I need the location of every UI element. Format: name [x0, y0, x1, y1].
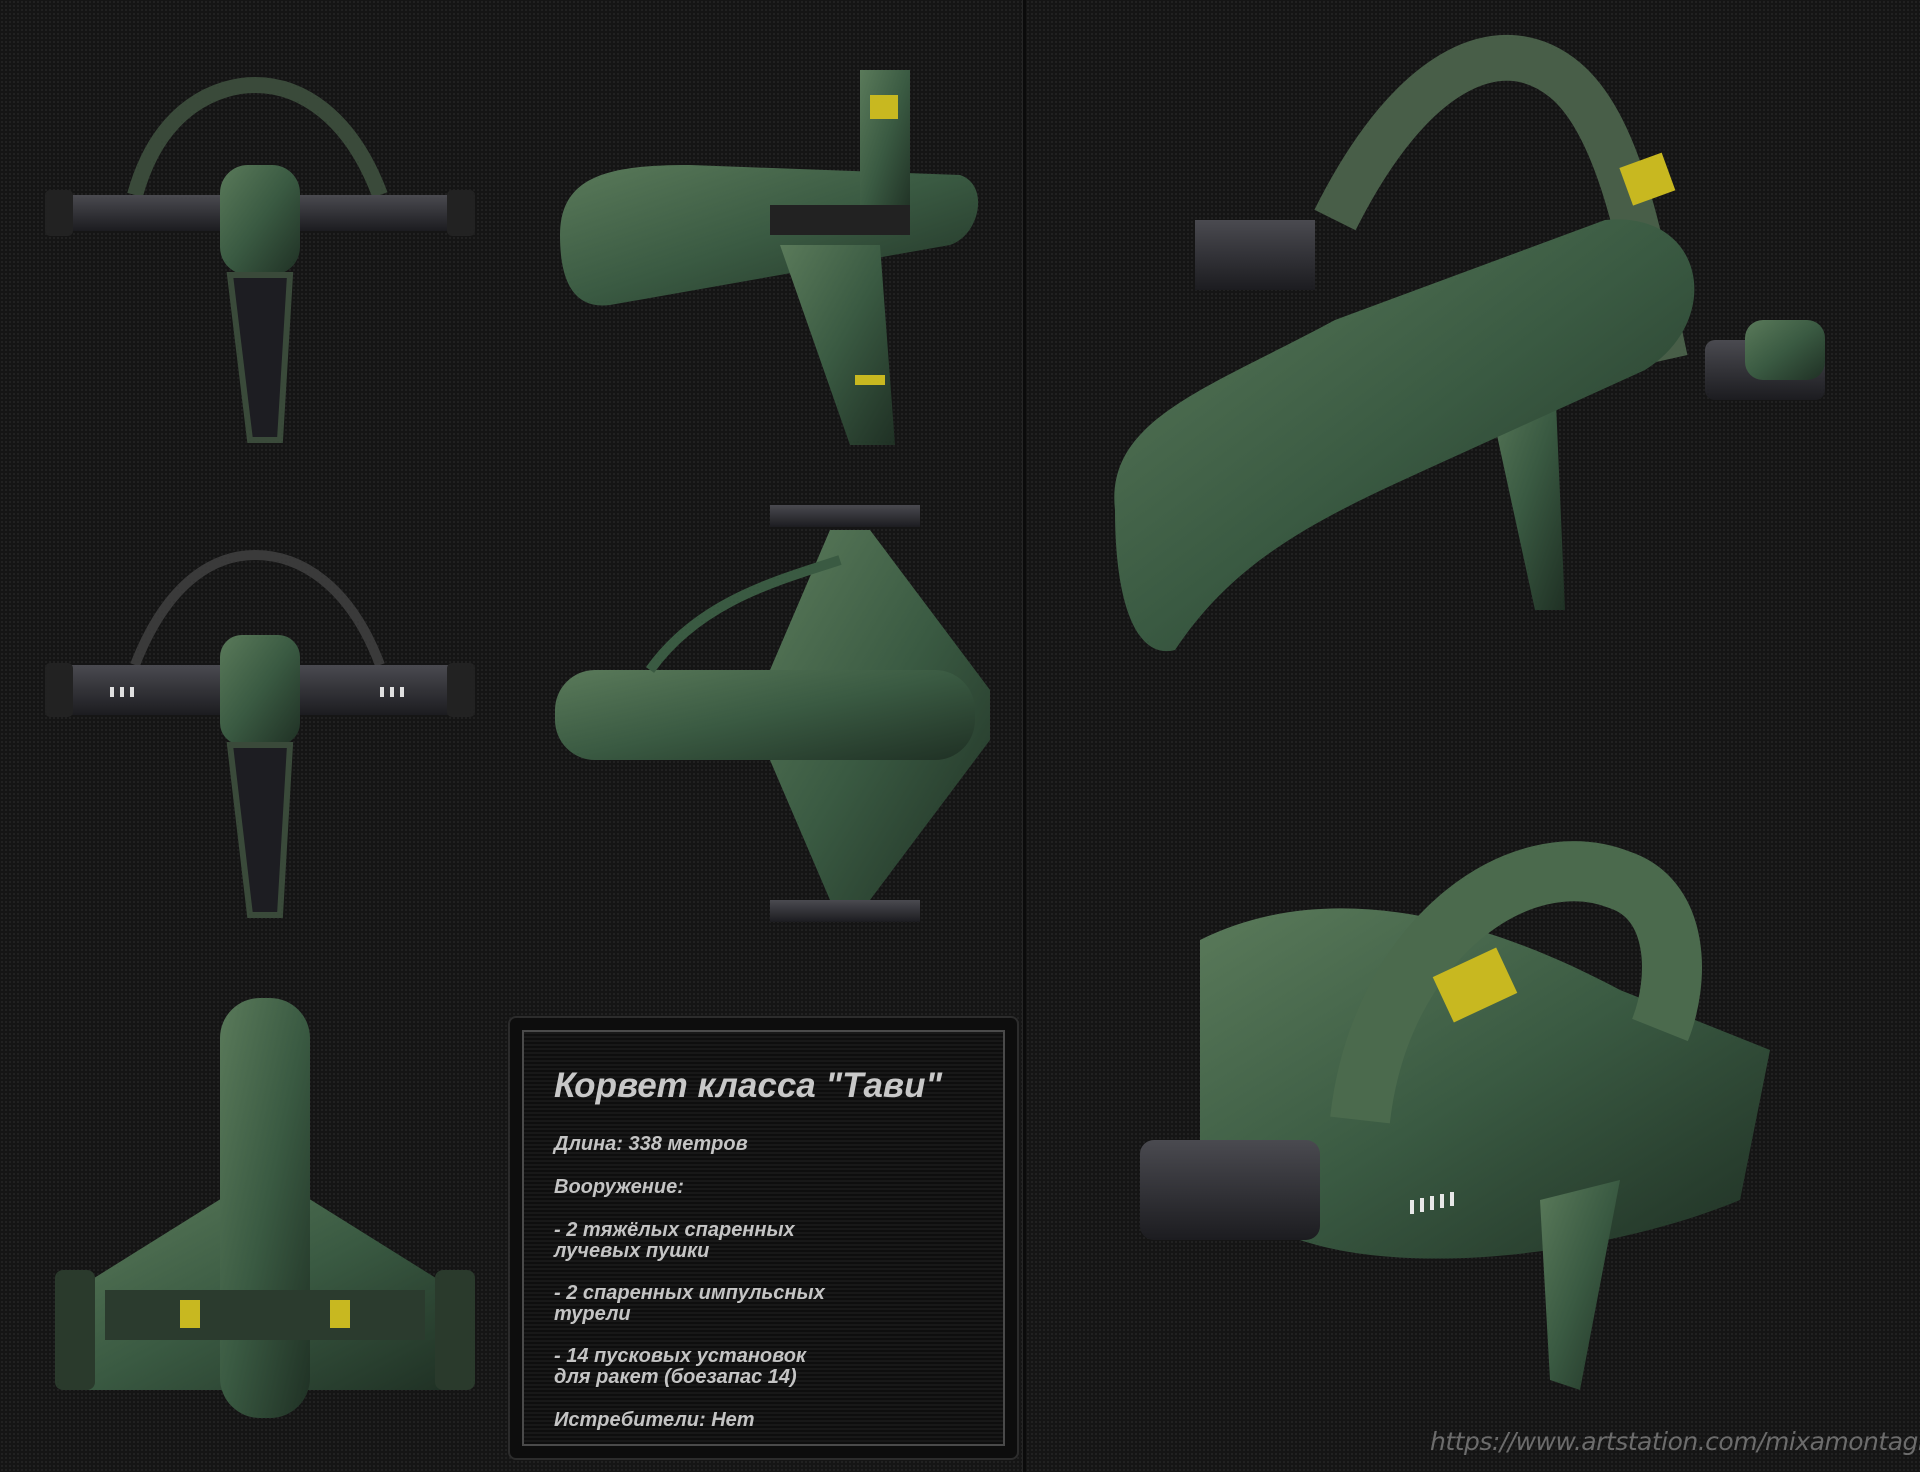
armament-heading: Вооружение:: [554, 1176, 684, 1198]
ship-rear-view: [45, 549, 475, 918]
artist-watermark-url: https://www.artstation.com/mixamontagnik: [1430, 1427, 1920, 1456]
ship-side-view: [560, 70, 979, 445]
armament-item: - 14 пусковых установок для ракет (боеза…: [554, 1345, 807, 1388]
armament-item: - 2 спаренных импульсных турели: [554, 1282, 825, 1325]
info-panel: Корвет класса "Тави" Длина: 338 метров В…: [508, 1016, 1019, 1460]
panel-divider: [1022, 0, 1027, 1472]
ship-perspective-view-top: [1114, 35, 1825, 652]
ship-front-view: [45, 76, 475, 443]
ship-class-title: Корвет класса "Тави": [554, 1066, 943, 1105]
ship-length: Длина: 338 метров: [554, 1133, 748, 1155]
fighters-info: Истребители: Нет: [554, 1409, 755, 1431]
info-panel-inner-border: Корвет класса "Тави" Длина: 338 метров В…: [522, 1030, 1005, 1446]
ship-perspective-view-bottom: [1140, 841, 1770, 1390]
ship-bottom-view: [55, 998, 475, 1418]
armament-item: - 2 тяжёлых спаренных лучевых пушки: [554, 1219, 795, 1262]
ship-top-view: [555, 505, 990, 922]
